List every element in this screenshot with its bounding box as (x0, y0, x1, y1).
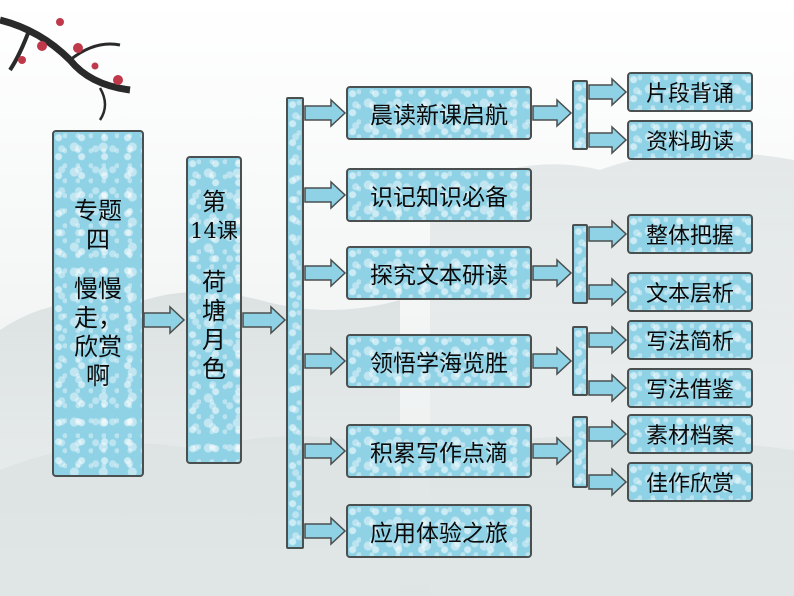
section-box-5[interactable]: 积累写作点滴 (346, 424, 532, 478)
topic-line-4: 走， (74, 304, 122, 332)
child-box-1-1[interactable]: 片段背诵 (627, 72, 753, 112)
section-label-1: 晨读新课启航 (370, 103, 508, 129)
plum-branch-art (0, 16, 131, 121)
arrow-to-child-5-1 (588, 419, 628, 449)
topic-line-1: 专题 (74, 197, 122, 225)
topic-line-2: 四 (86, 226, 110, 254)
child-label-5-1: 素材档案 (645, 424, 734, 449)
arrow-to-section-4 (304, 346, 347, 376)
child-box-3-1[interactable]: 整体把握 (627, 214, 753, 254)
section-box-4[interactable]: 领悟学海览胜 (346, 334, 532, 388)
arrow-to-section-6 (304, 516, 347, 546)
arrow-to-child-1-2 (588, 125, 628, 155)
lesson-line-2: 14课 (190, 219, 238, 243)
sub-bracket-3 (572, 224, 588, 304)
section-label-3: 探究文本研读 (370, 263, 508, 289)
child-label-3-1: 整体把握 (645, 224, 734, 249)
topic-box: 专题 四 慢慢 走， 欣赏 啊 (52, 130, 144, 477)
sub-bracket-5 (572, 416, 588, 488)
section-label-2: 识记知识必备 (370, 185, 508, 211)
arrow-to-child-5-2 (588, 467, 628, 497)
lesson-line-3: 荷 (202, 268, 226, 296)
lesson-line-4: 塘 (202, 297, 226, 325)
section-label-4: 领悟学海览胜 (370, 351, 508, 377)
bracket-bar (286, 97, 304, 549)
arrow-section-3-to-sub (532, 258, 573, 288)
arrow-lesson-to-bracket (242, 305, 287, 335)
lesson-line-1: 第 (202, 188, 226, 216)
child-box-5-1[interactable]: 素材档案 (627, 414, 753, 454)
section-box-1[interactable]: 晨读新课启航 (346, 86, 532, 140)
arrow-to-section-3 (304, 258, 347, 288)
topic-line-5: 欣赏 (74, 333, 122, 361)
child-label-4-1: 写法简析 (645, 330, 734, 355)
section-box-3[interactable]: 探究文本研读 (346, 246, 532, 300)
child-box-4-1[interactable]: 写法简析 (627, 320, 753, 360)
sub-bracket-4 (572, 326, 588, 396)
sub-bracket-1 (572, 80, 588, 150)
child-label-1-2: 资料助读 (645, 130, 734, 155)
arrow-to-section-5 (304, 436, 347, 466)
section-label-6: 应用体验之旅 (370, 521, 508, 547)
lesson-box: 第 14课 荷 塘 月 色 (186, 156, 242, 464)
section-box-2[interactable]: 识记知识必备 (346, 168, 532, 222)
child-label-5-2: 佳作欣赏 (645, 472, 734, 497)
arrows-layer (143, 77, 628, 546)
child-box-5-2[interactable]: 佳作欣赏 (627, 462, 753, 502)
arrow-topic-to-lesson (143, 305, 186, 335)
arrow-to-child-1-1 (588, 77, 628, 107)
topic-line-6: 啊 (86, 362, 110, 390)
child-label-1-1: 片段背诵 (645, 82, 734, 107)
lesson-line-5: 月 (202, 326, 226, 354)
child-label-3-2: 文本层析 (645, 282, 734, 307)
arrow-section-1-to-sub (532, 98, 573, 128)
lesson-line-6: 色 (202, 355, 226, 383)
arrow-to-child-4-2 (588, 373, 628, 403)
child-box-4-2[interactable]: 写法借鉴 (627, 368, 753, 408)
arrow-to-section-1 (304, 98, 347, 128)
section-label-5: 积累写作点滴 (370, 441, 508, 467)
child-label-4-2: 写法借鉴 (645, 378, 734, 403)
arrow-to-child-3-1 (588, 219, 628, 249)
child-box-1-2[interactable]: 资料助读 (627, 120, 753, 160)
arrow-to-section-2 (304, 180, 347, 210)
topic-line-3: 慢慢 (74, 275, 122, 303)
arrow-to-child-4-1 (588, 325, 628, 355)
arrow-section-4-to-sub (532, 346, 573, 376)
section-box-6[interactable]: 应用体验之旅 (346, 504, 532, 558)
arrow-section-5-to-sub (532, 436, 573, 466)
arrow-to-child-3-2 (588, 277, 628, 307)
child-box-3-2[interactable]: 文本层析 (627, 272, 753, 312)
